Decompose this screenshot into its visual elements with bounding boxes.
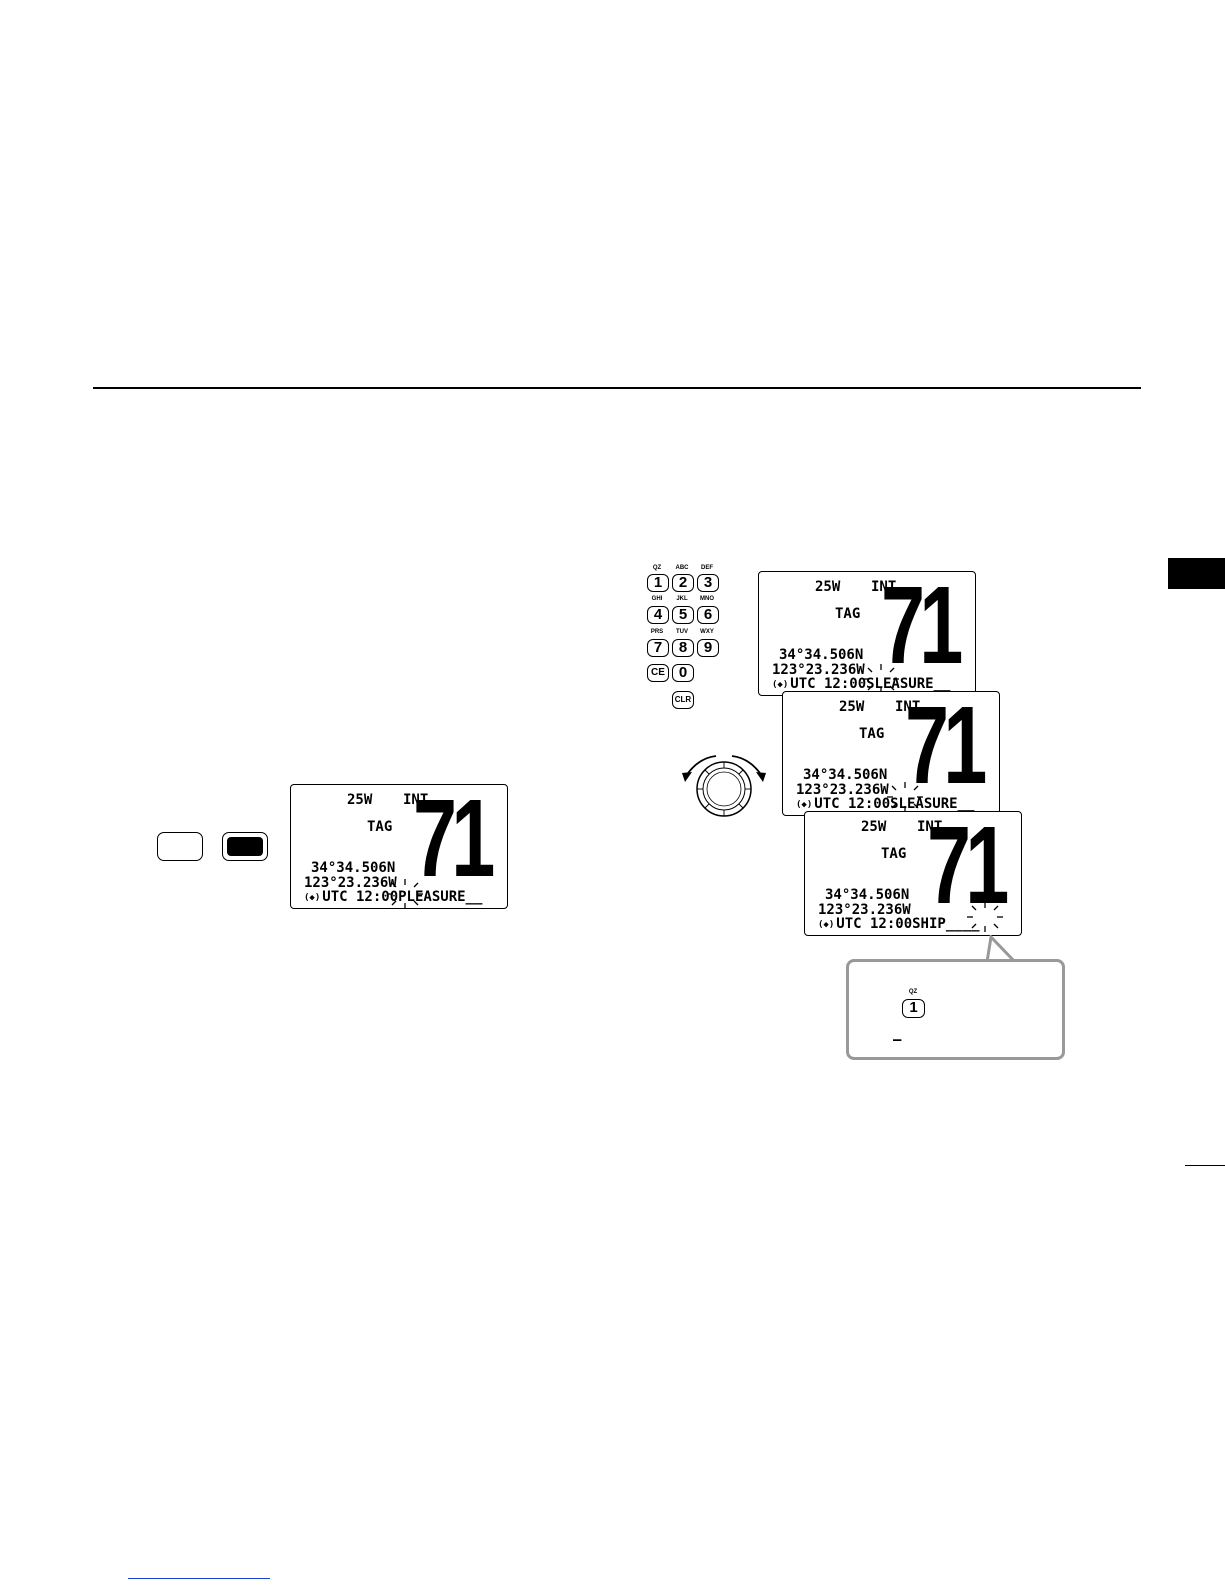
name-entry: SHIP____ [912, 916, 980, 932]
channel-number: 71 [905, 684, 987, 807]
blink-cursor-icon [387, 879, 423, 909]
channel-mode: INT [871, 579, 897, 595]
key-letters: JKL [676, 596, 688, 602]
channel-mode: INT [895, 699, 921, 715]
latitude-readout: 34°34.506N [311, 860, 396, 876]
key-letters: DEF [701, 565, 713, 571]
name-entry: SLEASURE__ [866, 676, 951, 692]
key-letters: GHI [651, 596, 663, 602]
power-readout: 25W [861, 819, 887, 835]
channel-mode: INT [403, 792, 429, 808]
channel-mode: INT [917, 819, 943, 835]
key-1[interactable]: 1 [647, 574, 669, 592]
utc-time: UTC 12:00 [790, 676, 867, 692]
longitude-readout: 123°23.236W [818, 902, 911, 918]
lcd-display: 25W INT TAG 71 34°34.506N 123°23.236W (◆… [804, 811, 1022, 936]
lcd-display: 25W INT TAG 71 34°34.506N 123°23.236W (◆… [782, 691, 1000, 816]
key-letters: TUV [676, 629, 688, 635]
status-line: (◆)UTC 12:00SLEASURE__ [772, 676, 950, 692]
utc-time: UTC 12:00 [322, 889, 399, 905]
blink-cursor-icon [967, 902, 1003, 932]
key-4[interactable]: 4 [647, 606, 669, 624]
key-letters: ABC [675, 565, 689, 571]
latitude-readout: 34°34.506N [779, 647, 864, 663]
key-letters: PRS [650, 629, 664, 635]
power-readout: 25W [347, 792, 373, 808]
blink-cursor-icon [887, 782, 923, 812]
key-ce[interactable]: CE [647, 664, 669, 682]
lcd-display: 25W INT TAG 71 34°34.506N 123°23.236W (◆… [290, 784, 508, 909]
key-letters: QZ [652, 565, 662, 571]
tag-indicator: TAG [881, 846, 907, 862]
cursor-mark: – [893, 1032, 902, 1048]
longitude-readout: 123°23.236W [772, 662, 865, 678]
section-tab [1168, 558, 1225, 589]
bottom-link-underline [128, 1578, 270, 1579]
key-letters: MNO [700, 596, 714, 602]
key-8[interactable]: 8 [672, 639, 694, 657]
key-5[interactable]: 5 [672, 606, 694, 624]
name-entry: PLEASURE__ [398, 889, 483, 905]
latitude-readout: 34°34.506N [825, 887, 910, 903]
channel-number: 71 [881, 564, 963, 687]
blink-cursor-icon [863, 664, 899, 694]
key-9[interactable]: 9 [697, 639, 719, 657]
key-1[interactable]: 1 [902, 999, 925, 1018]
tag-indicator: TAG [835, 606, 861, 622]
power-readout: 25W [815, 579, 841, 595]
status-line: (◆)UTC 12:00PLEASURE__ [304, 889, 482, 905]
key-7[interactable]: 7 [647, 639, 669, 657]
section-divider [93, 387, 1141, 389]
key-letters: WXY [700, 629, 714, 635]
longitude-readout: 123°23.236W [304, 875, 397, 891]
channel-number: 71 [927, 804, 1009, 927]
utc-time: UTC 12:00 [836, 916, 913, 932]
page-number-rule [1185, 1165, 1225, 1166]
dsc-icon: (◆) [772, 680, 789, 690]
key-6[interactable]: 6 [697, 606, 719, 624]
dsc-icon: (◆) [304, 893, 321, 903]
key-2[interactable]: 2 [672, 574, 694, 592]
callout-bubble: QZ 1 – [846, 959, 1065, 1060]
channel-number: 71 [413, 777, 495, 900]
utc-time: UTC 12:00 [814, 796, 891, 812]
dsc-icon: (◆) [796, 800, 813, 810]
longitude-readout: 123°23.236W [796, 782, 889, 798]
left-button-outline[interactable] [157, 832, 203, 861]
lcd-display: 25W INT TAG 71 34°34.506N 123°23.236W (◆… [758, 571, 976, 696]
key-letters: QZ [908, 989, 918, 995]
dial-knob-icon[interactable] [676, 752, 772, 822]
power-readout: 25W [839, 699, 865, 715]
status-line: (◆)UTC 12:00SHIP____ [818, 916, 980, 932]
right-button-pressed[interactable] [222, 832, 268, 861]
dsc-icon: (◆) [818, 920, 835, 930]
tag-indicator: TAG [367, 819, 393, 835]
tag-indicator: TAG [859, 726, 885, 742]
name-entry: SLEASURE__ [890, 796, 975, 812]
key-3[interactable]: 3 [697, 574, 719, 592]
key-clr[interactable]: CLR [672, 691, 694, 709]
latitude-readout: 34°34.506N [803, 767, 888, 783]
status-line: (◆)UTC 12:00SLEASURE__ [796, 796, 974, 812]
key-0[interactable]: 0 [672, 664, 694, 682]
